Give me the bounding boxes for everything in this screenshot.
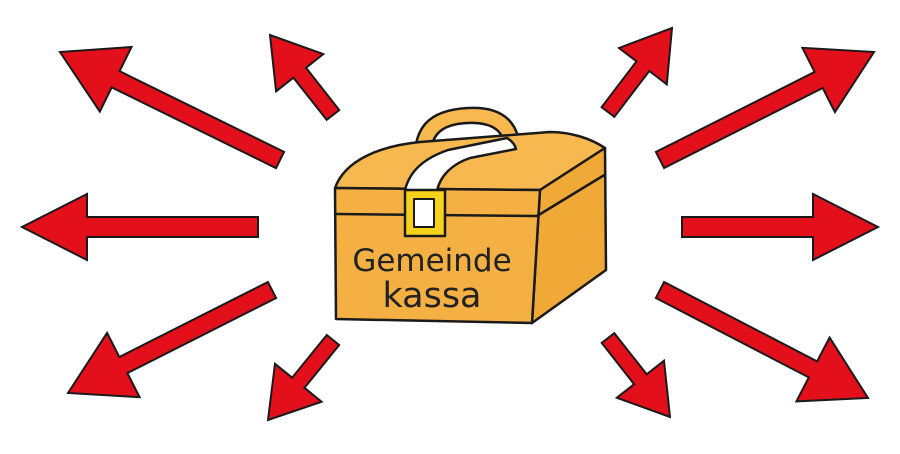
- arrow-lower-right-short: [602, 333, 670, 417]
- arrow-lower-right-long: [656, 282, 868, 401]
- arrow-right: [682, 194, 878, 260]
- arrow-lower-left-short: [268, 335, 339, 420]
- box-clasp-slot: [414, 199, 434, 227]
- box-label-line1: Gemeinde: [352, 243, 511, 279]
- arrow-left: [22, 194, 258, 260]
- arrow-upper-right-short: [602, 28, 672, 117]
- arrow-upper-left-long: [60, 47, 284, 168]
- box-label-line2: kassa: [382, 276, 481, 316]
- arrow-lower-left-long: [68, 282, 276, 397]
- arrow-upper-right-long: [656, 48, 874, 168]
- arrow-upper-left-short: [270, 35, 339, 120]
